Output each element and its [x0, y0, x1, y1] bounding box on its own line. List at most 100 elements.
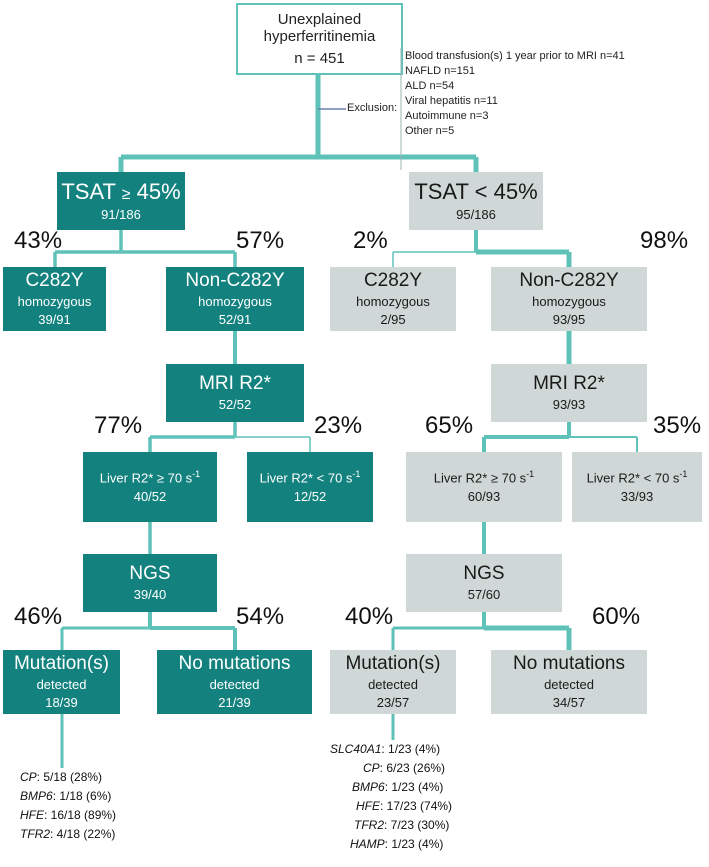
left-ngs-box: NGS 39/40: [83, 554, 217, 612]
right-gene-name: SLC40A1: [330, 742, 382, 756]
right-c282y-title: C282Y: [363, 270, 423, 292]
top-box-line2: hyperferritinemia: [263, 28, 376, 46]
tsat-high-symbol: ≥: [121, 186, 131, 204]
exclusion-label: Exclusion:: [347, 102, 398, 114]
pct-right-liver-ge: 65%: [425, 412, 474, 439]
left-no-mutation-sub: detected: [209, 676, 260, 692]
exclusion-item-autoimmune: Autoimmune n=3: [405, 110, 489, 122]
tsat-low-symbol: <: [474, 179, 488, 205]
right-liver-ge-exp: -1: [526, 469, 535, 480]
left-mri-count: 52/52: [218, 396, 252, 412]
left-non-c282y-box: Non-C282Y homozygous 52/91: [166, 267, 304, 331]
tsat-low-box: TSAT < 45% 95/186: [409, 172, 543, 230]
left-gene-value: : 16/18 (89%): [44, 808, 117, 822]
tsat-high-label: TSAT: [61, 179, 116, 205]
right-gene-value: : 17/23 (74%): [380, 799, 453, 813]
left-c282y-sub: homozygous: [17, 293, 92, 309]
right-gene-name: TFR2: [354, 818, 384, 832]
left-gene-value: : 5/18 (28%): [36, 770, 103, 784]
right-c282y-box: C282Y homozygous 2/95: [330, 267, 456, 331]
right-ngs-count: 57/60: [467, 586, 501, 602]
right-gene-item: SLC40A1: 1/23 (4%): [330, 740, 452, 759]
right-non-c282y-title: Non-C282Y: [519, 270, 619, 292]
right-gene-value: : 1/23 (4%): [384, 837, 444, 851]
left-ngs-count: 39/40: [133, 586, 167, 602]
right-no-mutation-count: 34/57: [552, 694, 586, 710]
exclusion-item-viral-hepatitis: Viral hepatitis n=11: [405, 95, 498, 107]
left-gene-name: HFE: [20, 808, 44, 822]
left-ngs-label: NGS: [129, 563, 171, 585]
left-liver-ge-count: 40/52: [133, 488, 167, 504]
left-mri-label: MRI R2*: [199, 373, 271, 395]
right-liver-ge-box: Liver R2* ≥ 70 s-1 60/93: [406, 452, 562, 522]
right-mri-box: MRI R2* 93/93: [491, 364, 647, 422]
right-non-c282y-box: Non-C282Y homozygous 93/95: [491, 267, 647, 331]
left-no-mutation-box: No mutations detected 21/39: [157, 650, 312, 714]
pct-left-non-c282y: 57%: [236, 227, 285, 254]
left-c282y-box: C282Y homozygous 39/91: [3, 267, 106, 331]
left-gene-item: BMP6: 1/18 (6%): [20, 787, 116, 806]
exclusion-item-nafld: NAFLD n=151: [405, 65, 476, 77]
left-mutation-count: 18/39: [45, 694, 78, 710]
right-mri-count: 93/93: [552, 396, 586, 412]
right-gene-name: HFE: [356, 799, 380, 813]
right-ngs-box: NGS 57/60: [406, 554, 562, 612]
right-gene-value: : 1/23 (4%): [384, 780, 444, 794]
right-no-mutation-box: No mutations detected 34/57: [491, 650, 647, 714]
exclusion-item-other: Other n=5: [405, 125, 455, 137]
right-gene-item: HFE: 17/23 (74%): [330, 797, 452, 816]
pct-left-mutation: 46%: [14, 603, 63, 630]
left-non-c282y-sub: homozygous: [198, 293, 272, 309]
unexplained-hyperferritinemia-box: Unexplained hyperferritinemia n = 451: [236, 3, 403, 75]
exclusion-list: Blood transfusion(s) 1 year prior to MRI…: [405, 49, 625, 139]
left-liver-ge-label: Liver R2* ≥ 70 s: [99, 470, 193, 486]
top-box-count: n = 451: [294, 49, 345, 67]
pct-right-no-mutation: 60%: [592, 603, 641, 630]
right-gene-item: HAMP: 1/23 (4%): [330, 835, 452, 854]
right-liver-lt-box: Liver R2* < 70 s-1 33/93: [572, 452, 702, 522]
left-liver-lt-count: 12/52: [293, 488, 327, 504]
left-gene-list: CP: 5/18 (28%) BMP6: 1/18 (6%) HFE: 16/1…: [20, 768, 116, 844]
left-gene-value: : 4/18 (22%): [50, 827, 116, 841]
right-gene-item: BMP6: 1/23 (4%): [330, 778, 452, 797]
left-liver-ge-box: Liver R2* ≥ 70 s-1 40/52: [83, 452, 217, 522]
left-non-c282y-count: 52/91: [218, 311, 252, 327]
pct-right-liver-lt: 35%: [653, 412, 702, 439]
left-mutation-sub: detected: [36, 676, 87, 692]
left-gene-item: HFE: 16/18 (89%): [20, 806, 116, 825]
pct-right-c282y: 2%: [353, 227, 388, 254]
right-mutation-count: 23/57: [376, 694, 410, 710]
left-no-mutation-title: No mutations: [178, 653, 291, 675]
left-mutation-title: Mutation(s): [13, 653, 110, 675]
left-gene-name: CP: [20, 770, 37, 784]
right-mutation-title: Mutation(s): [345, 653, 441, 675]
left-gene-name: TFR2: [20, 827, 50, 841]
left-liver-lt-exp: -1: [352, 469, 361, 480]
pct-left-no-mutation: 54%: [236, 603, 285, 630]
right-gene-value: : 7/23 (30%): [384, 818, 450, 832]
left-c282y-title: C282Y: [25, 270, 84, 292]
right-no-mutation-title: No mutations: [513, 653, 625, 675]
right-liver-lt-count: 33/93: [620, 488, 654, 504]
pct-left-liver-lt: 23%: [314, 412, 363, 439]
right-liver-ge-count: 60/93: [467, 488, 501, 504]
right-no-mutation-sub: detected: [544, 676, 594, 692]
right-non-c282y-sub: homozygous: [532, 293, 606, 309]
tsat-low-value: 45%: [493, 179, 538, 205]
tsat-low-label: TSAT: [414, 179, 469, 205]
right-c282y-sub: homozygous: [356, 293, 430, 309]
right-mri-label: MRI R2*: [533, 373, 605, 395]
right-mutation-box: Mutation(s) detected 23/57: [330, 650, 456, 714]
left-non-c282y-title: Non-C282Y: [185, 270, 285, 292]
right-gene-list: SLC40A1: 1/23 (4%) CP: 6/23 (26%) BMP6: …: [330, 740, 452, 854]
tsat-high-value: 45%: [136, 179, 181, 205]
right-non-c282y-count: 93/95: [552, 311, 586, 327]
left-liver-lt-label: Liver R2* < 70 s: [259, 470, 353, 486]
left-gene-name: BMP6: [20, 789, 53, 803]
left-gene-value: : 1/18 (6%): [52, 789, 112, 803]
right-gene-item: TFR2: 7/23 (30%): [330, 816, 452, 835]
tsat-high-count: 91/186: [101, 206, 141, 222]
right-liver-lt-exp: -1: [679, 469, 688, 480]
right-liver-lt-label: Liver R2* < 70 s: [586, 470, 680, 486]
